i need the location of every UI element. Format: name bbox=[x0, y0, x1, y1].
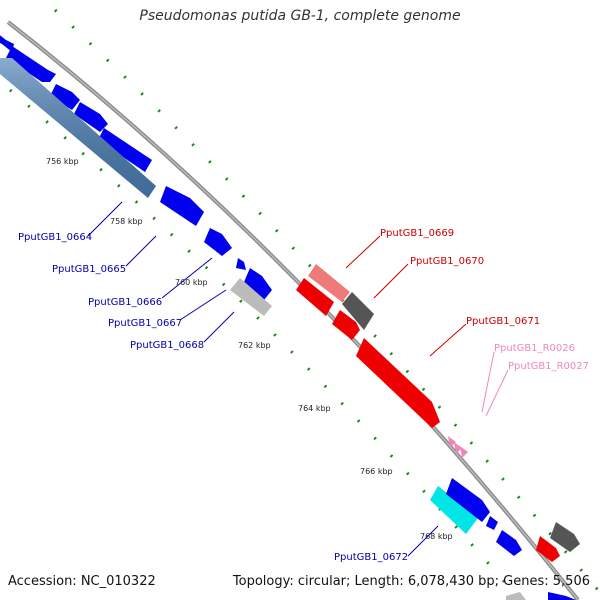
scale-tick-label: 758 kbp bbox=[110, 217, 143, 226]
gene-feature-highlight[interactable] bbox=[0, 58, 156, 198]
leader-line-0667 bbox=[179, 289, 227, 321]
gene-label-0664[interactable]: PputGB1_0664 bbox=[18, 232, 92, 243]
gene-label-0668[interactable]: PputGB1_0668 bbox=[130, 340, 204, 351]
gene-label-R0027[interactable]: PputGB1_R0027 bbox=[508, 361, 589, 372]
leader-line-0672 bbox=[407, 525, 439, 557]
gene-feature-bottom-edge[interactable] bbox=[506, 592, 576, 600]
gene-feature-0670[interactable] bbox=[296, 278, 360, 340]
gene-label-0667[interactable]: PputGB1_0667 bbox=[108, 318, 182, 329]
leader-line-0669 bbox=[345, 235, 381, 269]
leader-line-R0026 bbox=[481, 351, 495, 413]
genome-backbone bbox=[6, 20, 580, 600]
leader-line-0664 bbox=[87, 201, 123, 237]
gene-label-R0026[interactable]: PputGB1_R0026 bbox=[494, 343, 575, 354]
gene-feature-0662[interactable] bbox=[6, 46, 56, 82]
gene-feature-0668-gray[interactable] bbox=[230, 278, 272, 316]
gene-label-0672[interactable]: PputGB1_0672 bbox=[334, 552, 408, 563]
gene-feature-0668[interactable] bbox=[244, 268, 272, 300]
gene-feature-0663b[interactable] bbox=[74, 102, 108, 132]
gene-feature-gray-lower[interactable] bbox=[550, 522, 580, 552]
gene-feature-red-lower[interactable] bbox=[536, 536, 560, 562]
outer-dotted-ring bbox=[53, 8, 600, 591]
scale-tick-label: 766 kbp bbox=[360, 467, 393, 476]
gene-feature-blue-lower[interactable] bbox=[446, 478, 522, 556]
summary-label: Topology: circular; Length: 6,078,430 bp… bbox=[232, 574, 590, 589]
gene-feature-0669[interactable] bbox=[308, 264, 374, 330]
gene-feature-0663[interactable] bbox=[50, 84, 80, 110]
scale-tick-label: 768 kbp bbox=[420, 532, 453, 541]
leader-line-R0027 bbox=[485, 369, 509, 417]
map-title: Pseudomonas putida GB-1, complete genome bbox=[139, 8, 461, 24]
leader-line-0670 bbox=[373, 263, 409, 299]
leader-line-0671 bbox=[429, 323, 467, 357]
scale-tick-label: 756 kbp bbox=[46, 157, 79, 166]
genome-backbone-highlight bbox=[7, 21, 579, 600]
gene-label-0671[interactable]: PputGB1_0671 bbox=[466, 316, 540, 327]
leader-line-0665 bbox=[125, 235, 157, 267]
accession-label: Accession: NC_010322 bbox=[8, 574, 156, 589]
gene-label-0670[interactable]: PputGB1_0670 bbox=[410, 256, 484, 267]
gene-label-0669[interactable]: PputGB1_0669 bbox=[380, 228, 454, 239]
leader-line-0668 bbox=[203, 311, 235, 343]
gene-feature-0667[interactable] bbox=[236, 258, 246, 270]
gene-label-0666[interactable]: PputGB1_0666 bbox=[88, 297, 162, 308]
scale-tick-label: 762 kbp bbox=[238, 341, 271, 350]
scale-tick-label: 764 kbp bbox=[298, 404, 331, 413]
gene-feature-0661[interactable] bbox=[0, 32, 14, 52]
gene-feature-0671[interactable] bbox=[356, 338, 440, 428]
gene-feature-cyan[interactable] bbox=[430, 486, 478, 534]
gene-feature-0665[interactable] bbox=[160, 186, 204, 226]
gene-label-0665[interactable]: PputGB1_0665 bbox=[52, 264, 126, 275]
gene-feature-0666[interactable] bbox=[204, 228, 232, 256]
rna-feature-R0026-R0027[interactable] bbox=[448, 436, 468, 458]
leader-line-0666 bbox=[161, 257, 213, 299]
scale-tick-label: 760 kbp bbox=[175, 278, 208, 287]
gene-feature-0664[interactable] bbox=[98, 128, 152, 172]
